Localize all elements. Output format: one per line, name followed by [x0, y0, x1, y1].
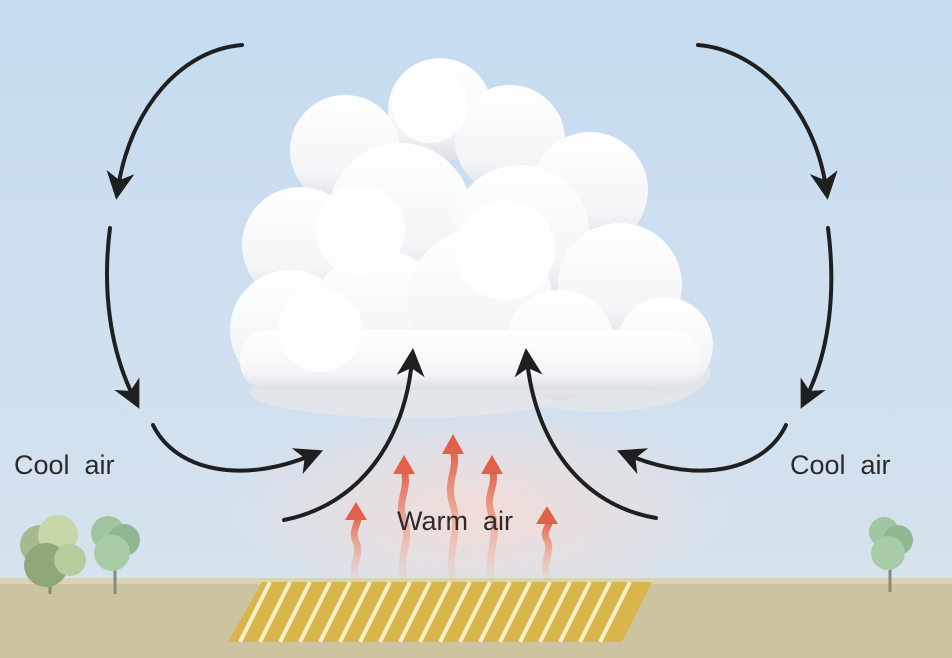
warm-air-arrow	[354, 515, 357, 578]
warm-air-arrow	[545, 520, 548, 578]
striped-field-icon	[228, 582, 652, 642]
cool-air-label-right: Cool air	[790, 452, 891, 479]
warm-air-label: Warm air	[397, 508, 513, 535]
cool-air-label-left: Cool air	[14, 452, 115, 479]
